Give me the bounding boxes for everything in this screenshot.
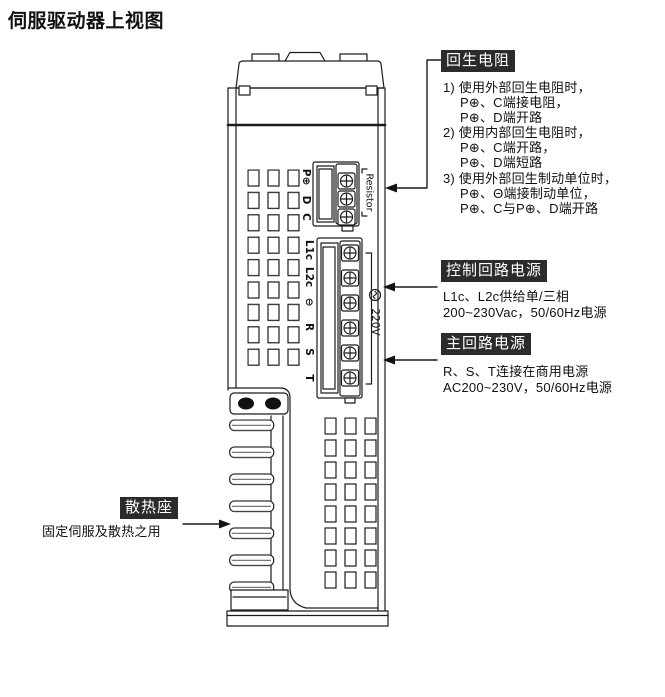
voltage-label: 220V (369, 308, 381, 336)
regen-terminal-labels: P⊕ D C (300, 169, 312, 221)
terminal-label-l1c: L1c (303, 240, 315, 260)
page-title: 伺服驱动器上视图 (8, 11, 165, 32)
note-line: P⊕、D端开路 (460, 110, 543, 126)
callout-arrows (182, 59, 442, 529)
callout-main-power: 主回路电源 (441, 333, 532, 355)
heatsink-notes: 固定伺服及散热之用 (42, 524, 161, 540)
resistor-connector-label: Resistor (364, 174, 375, 212)
heatsink-title: 散热座 (120, 497, 179, 519)
regen-resistor-title: 回生电阻 (441, 50, 516, 72)
note-line: AC200~230V，50/60Hz电源 (443, 380, 613, 395)
terminal-label-l2c: L2c (303, 267, 315, 287)
mounting-screw (265, 397, 281, 410)
note-line: P⊕、C端开路， (460, 140, 556, 156)
heatsink-arrow-icon (219, 519, 231, 529)
note-line: P⊕、C与P⊕、D端开路 (460, 200, 599, 216)
note-line: 3) 使用外部回生制动单位时， (443, 170, 618, 186)
control-power-notes: L1c、L2c供给单/三相 200~230Vac，50/60Hz电源 (443, 289, 607, 321)
regen-arrow-icon (385, 183, 397, 193)
control-arrow-icon (383, 282, 395, 292)
note-line: L1c、L2c供给单/三相 (443, 289, 570, 304)
note-line: R、S、T连接在商用电源 (443, 364, 589, 379)
power-terminal-block: 220V (316, 237, 382, 404)
screw-terminal (337, 172, 356, 226)
device-body-outline (226, 85, 387, 612)
note-line: P⊕、D端短路 (460, 155, 543, 171)
terminal-label-t: T (303, 374, 315, 382)
note-line: P⊕、C端接电阻， (460, 95, 569, 111)
note-line: 200~230Vac，50/60Hz电源 (443, 305, 607, 320)
main-power-notes: R、S、T连接在商用电源 AC200~230V，50/60Hz电源 (443, 364, 612, 396)
heatsink-fins (227, 387, 379, 611)
terminal-label-r: R (303, 323, 315, 331)
terminal-label-theta: ⊖ (303, 298, 315, 307)
main-arrow-icon (383, 355, 395, 365)
terminal-label-s: S (303, 348, 315, 356)
regen-terminal-block: Resistor (312, 161, 375, 232)
callout-heatsink: 散热座 (120, 497, 179, 519)
note-line: 2) 使用内部回生电阻时， (443, 125, 591, 141)
callout-control-power: 控制回路电源 (441, 260, 548, 282)
control-power-title: 控制回路电源 (441, 260, 548, 282)
vent-grid-upper (247, 169, 301, 367)
device-top-cap (235, 51, 385, 89)
vent-grid-lower (324, 417, 378, 590)
main-power-title: 主回路电源 (441, 333, 532, 355)
callout-regen-resistor: 回生电阻 (441, 50, 516, 72)
regen-leader-line (395, 59, 442, 189)
terminal-label-c: C (300, 213, 312, 221)
note-line: 1) 使用外部回生电阻时， (443, 80, 591, 95)
ac-voltage-mark: 220V (368, 288, 382, 336)
device-base (226, 610, 389, 627)
note-line: P⊕、Θ端接制动单位， (460, 185, 596, 201)
terminal-label-d: D (300, 196, 312, 205)
regen-resistor-notes: 1) 使用外部回生电阻时， P⊕、C端接电阻， P⊕、D端开路 2) 使用内部回… (443, 80, 617, 216)
mounting-screw (238, 397, 254, 410)
terminal-label-p: P⊕ (300, 169, 312, 186)
note-line: 固定伺服及散热之用 (42, 524, 161, 539)
screw-terminal (340, 244, 360, 387)
power-terminal-labels: L1c L2c ⊖ R S T (303, 240, 315, 383)
